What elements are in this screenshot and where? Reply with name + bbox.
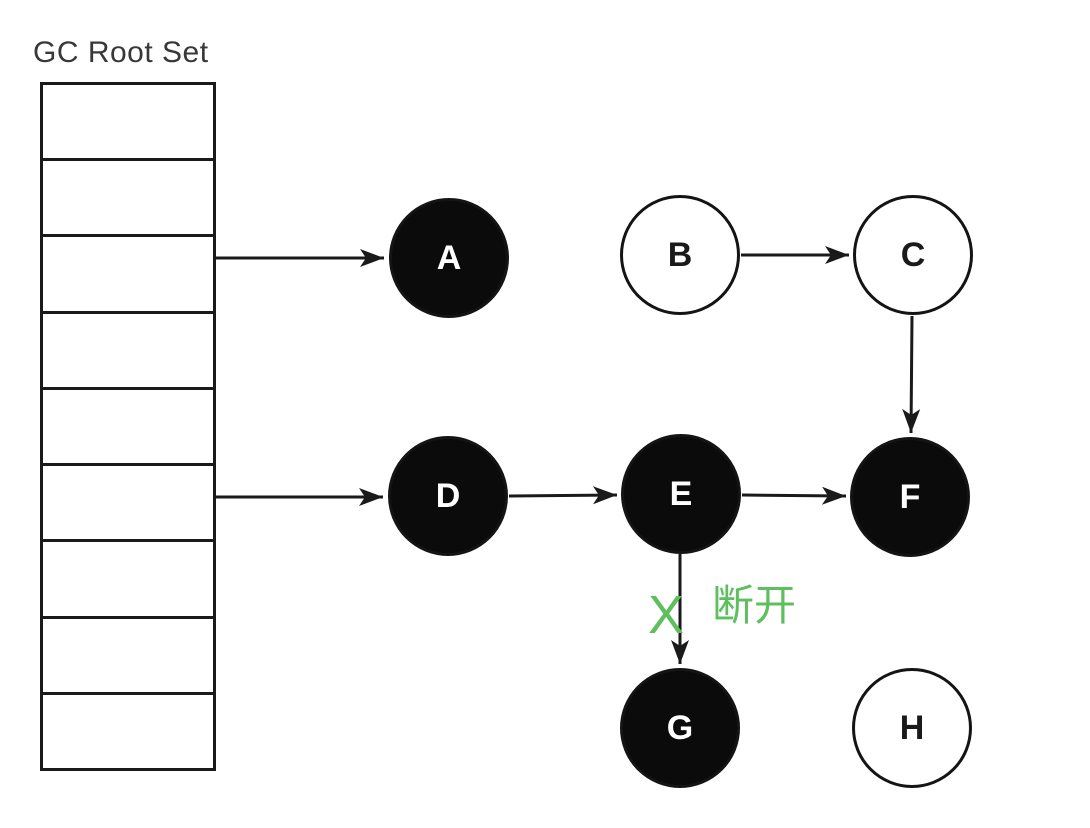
root-slot-7	[43, 542, 213, 619]
gc-root-set-table	[40, 82, 216, 771]
node-e: E	[621, 434, 741, 554]
edge-d-to-e	[508, 486, 618, 505]
edge-e-to-f	[741, 486, 847, 505]
node-d-label: D	[435, 476, 461, 515]
root-slot-3	[43, 237, 213, 314]
root-slot-4	[43, 314, 213, 390]
node-h-label: H	[899, 708, 925, 747]
node-a: A	[389, 198, 509, 318]
break-x-mark: X	[648, 585, 685, 645]
node-c: C	[853, 195, 973, 315]
node-b-label: B	[667, 235, 693, 274]
node-g: G	[620, 668, 740, 788]
node-c-label: C	[900, 235, 926, 274]
break-label: 断开	[712, 582, 797, 629]
node-h: H	[852, 668, 972, 788]
root-slot-5	[43, 390, 213, 467]
node-g-label: G	[666, 708, 694, 747]
edge-c-to-f	[902, 315, 921, 434]
root-slot-8	[43, 619, 213, 695]
root-slot-6	[43, 466, 213, 543]
node-d: D	[388, 436, 508, 556]
gc-root-set-title: GC Root Set	[33, 36, 209, 69]
node-a-label: A	[436, 238, 462, 277]
node-e-label: E	[669, 474, 693, 513]
root-slot-1	[43, 85, 213, 162]
node-b: B	[620, 195, 740, 315]
node-f: F	[850, 437, 970, 557]
root-slot-9	[43, 695, 213, 768]
node-f-label: F	[899, 477, 921, 516]
root-slot-2	[43, 161, 213, 238]
